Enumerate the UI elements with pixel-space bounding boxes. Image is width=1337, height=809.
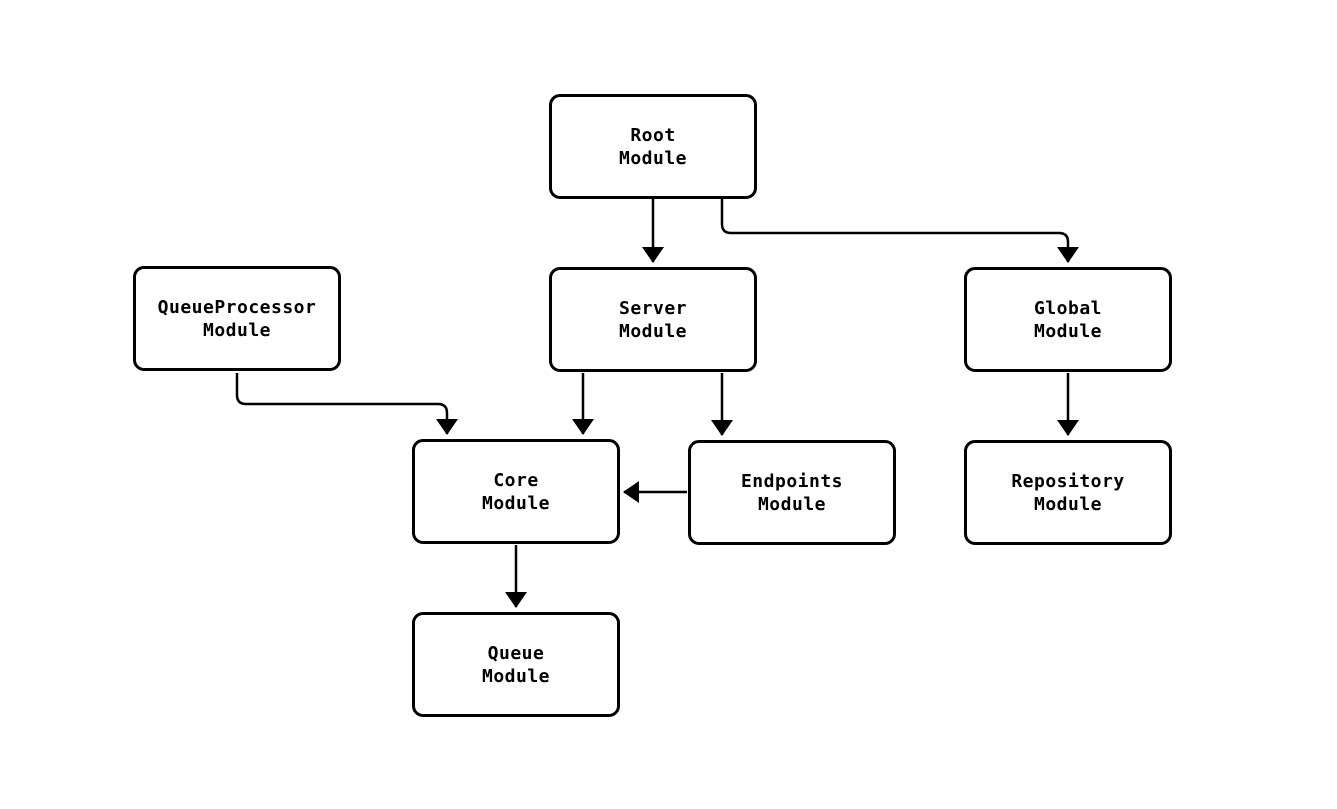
node-repository-module-label: Repository Module	[1011, 470, 1125, 515]
node-endpoints-module-label: Endpoints Module	[740, 470, 844, 515]
node-global-module: Global Module	[964, 267, 1172, 372]
node-endpoints-module: Endpoints Module	[688, 440, 896, 545]
node-root-module-label: Root Module	[618, 124, 688, 169]
edge-queueprocessor-to-core	[235, 373, 458, 435]
node-server-module: Server Module	[549, 267, 757, 372]
node-server-module-label: Server Module	[618, 297, 688, 342]
node-queueprocessor-module: QueueProcessor Module	[133, 266, 341, 371]
node-global-module-label: Global Module	[1033, 297, 1103, 342]
node-queueprocessor-module-label: QueueProcessor Module	[157, 296, 317, 341]
node-queue-module: Queue Module	[412, 612, 620, 717]
node-core-module-label: Core Module	[481, 469, 551, 514]
node-repository-module: Repository Module	[964, 440, 1172, 545]
node-core-module: Core Module	[412, 439, 620, 544]
edge-root-to-global	[720, 199, 1079, 263]
node-root-module: Root Module	[549, 94, 757, 199]
node-queue-module-label: Queue Module	[481, 642, 551, 687]
